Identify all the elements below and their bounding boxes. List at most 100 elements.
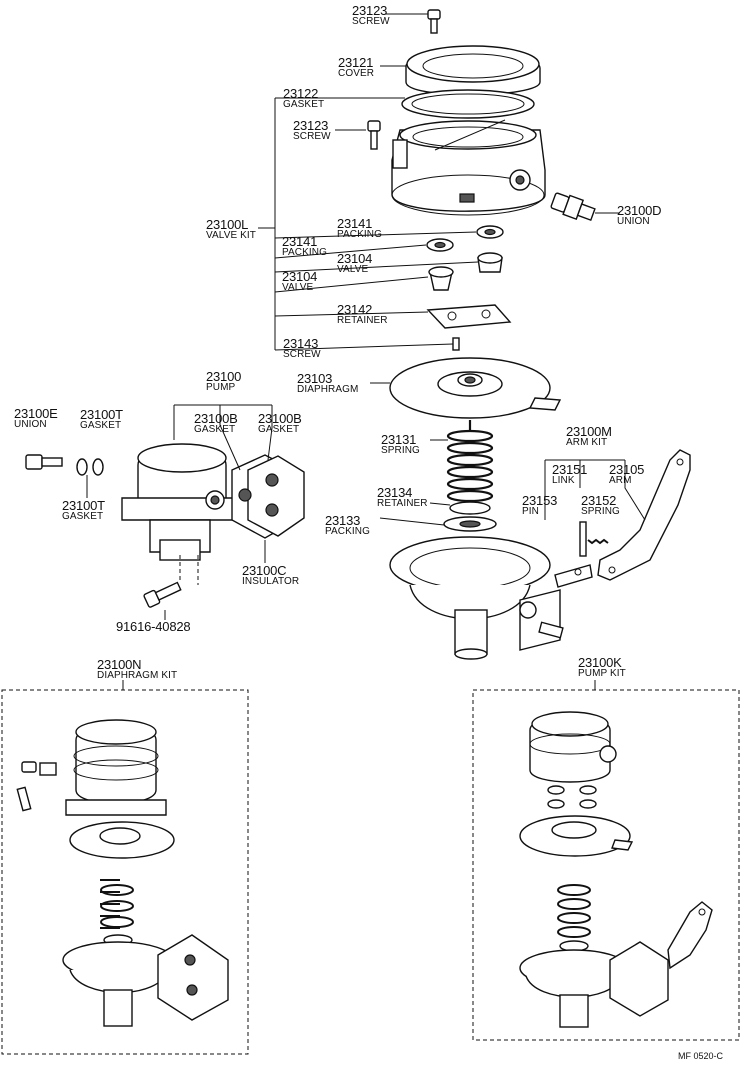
part-name: UNION <box>617 216 650 227</box>
leader-lines <box>86 13 646 620</box>
part-number: 23104 <box>337 251 373 266</box>
diaphragm-drawing <box>389 357 562 419</box>
label-diaphragm: 23103 DIAPHRAGM <box>297 372 358 395</box>
label-diaphragm-kit: 23100N DIAPHRAGM KIT <box>97 658 177 681</box>
label-gasket-23100t-top: 23100T GASKET <box>80 408 123 431</box>
part-number: 23133 <box>325 513 361 528</box>
part-name: PIN <box>522 506 539 517</box>
label-screw-mid: 23123 SCREW <box>293 119 331 142</box>
arm-kit-drawing <box>554 449 691 588</box>
part-number: 23100N <box>97 657 142 672</box>
part-number: 23121 <box>338 55 374 70</box>
part-number: 23122 <box>283 86 319 101</box>
part-number: 23151 <box>552 462 588 477</box>
gasket-23122-drawing <box>401 89 535 119</box>
part-number: 23141 <box>282 234 318 249</box>
part-name: RETAINER <box>377 498 428 509</box>
part-name: UNION <box>14 419 47 430</box>
part-name: SCREW <box>293 131 331 142</box>
part-number: 23134 <box>377 485 413 500</box>
screw-top-drawing <box>427 9 441 34</box>
part-name: SPRING <box>381 445 420 456</box>
part-number: 23100L <box>206 217 249 232</box>
label-gasket-23100b-right: 23100B GASKET <box>258 412 302 435</box>
label-spring-23152: 23152 SPRING <box>581 494 620 517</box>
label-packing-left: 23141 PACKING <box>282 235 327 258</box>
part-name: PUMP <box>206 382 236 393</box>
label-pump-kit: 23100K PUMP KIT <box>578 656 626 679</box>
label-union-23100d: 23100D UNION <box>617 203 662 227</box>
label-screw-23143: 23143 SCREW <box>283 337 321 360</box>
part-name: GASKET <box>80 420 122 431</box>
union-23100d-drawing <box>550 192 596 222</box>
part-name: GASKET <box>62 511 104 522</box>
part-name: ARM KIT <box>566 437 608 448</box>
part-number: 23104 <box>282 269 318 284</box>
label-screw-top: 23123 SCREW <box>352 4 390 27</box>
part-name: VALVE KIT <box>206 230 256 241</box>
pump-assembly-drawing <box>121 443 241 585</box>
part-name: PACKING <box>337 229 382 240</box>
part-number: 23100B <box>258 411 302 426</box>
part-number: 23152 <box>581 493 617 508</box>
bolt-91616-drawing <box>143 581 182 608</box>
insulator-and-gaskets-drawing <box>231 454 305 539</box>
label-valve-right: 23104 VALVE <box>337 252 372 275</box>
part-name: ARM <box>609 475 632 486</box>
part-number: 23100K <box>578 655 622 670</box>
part-name: PUMP KIT <box>578 668 626 679</box>
part-number: 23100 <box>206 369 242 384</box>
part-number: 23153 <box>522 493 558 508</box>
part-name: GASKET <box>258 424 300 435</box>
diaphragm-kit-box <box>1 680 249 1055</box>
part-number: 23103 <box>297 371 333 386</box>
part-number: 91616-40828 <box>116 619 191 634</box>
part-name: PACKING <box>282 247 327 258</box>
label-retainer-23142: 23142 RETAINER <box>337 303 388 326</box>
label-retainer-23134: 23134 RETAINER <box>377 486 428 509</box>
part-name: SCREW <box>283 349 321 360</box>
part-name: VALVE <box>282 282 314 293</box>
part-number: 23141 <box>337 216 373 231</box>
label-gasket-23122: 23122 GASKET <box>283 87 324 110</box>
upper-body-drawing <box>391 119 546 216</box>
part-name: RETAINER <box>337 315 388 326</box>
label-link: 23151 LINK <box>552 463 587 486</box>
part-number: 23100D <box>617 203 662 218</box>
part-name: GASKET <box>194 424 236 435</box>
label-arm: 23105 ARM <box>609 463 644 486</box>
label-arm-kit: 23100M ARM KIT <box>566 425 612 448</box>
label-pump: 23100 PUMP <box>206 370 241 393</box>
label-cover: 23121 COVER <box>338 56 374 79</box>
part-number: 23131 <box>381 432 417 447</box>
lower-body-drawing <box>389 536 564 660</box>
part-name: DIAPHRAGM <box>297 384 359 395</box>
part-name: LINK <box>552 475 575 486</box>
part-number: 23100M <box>566 424 612 439</box>
part-name: PACKING <box>325 526 370 537</box>
part-name: DIAPHRAGM KIT <box>97 670 178 681</box>
figure-code: MF 0520-C <box>678 1051 724 1061</box>
part-name: INSULATOR <box>242 576 300 587</box>
label-bolt-91616: 91616-40828 <box>116 619 191 634</box>
label-packing-right: 23141 PACKING <box>337 217 382 240</box>
part-number: 23100E <box>14 406 58 421</box>
part-number: 23143 <box>283 336 319 351</box>
cover-drawing <box>405 45 541 96</box>
part-name: VALVE <box>337 264 369 275</box>
union-23100e-drawing <box>25 454 104 476</box>
spring-23131-drawing <box>443 420 497 532</box>
part-number: 23100C <box>242 563 287 578</box>
label-insulator: 23100C INSULATOR <box>242 564 299 587</box>
part-name: SPRING <box>581 506 620 517</box>
part-number: 23142 <box>337 302 373 317</box>
part-number: 23100T <box>62 498 105 513</box>
part-name: COVER <box>338 68 375 79</box>
label-gasket-23100b-left: 23100B GASKET <box>194 412 238 435</box>
part-number: 23105 <box>609 462 645 477</box>
part-name: GASKET <box>283 99 325 110</box>
label-valve-kit: 23100L VALVE KIT <box>206 218 256 241</box>
label-spring-23131: 23131 SPRING <box>381 433 420 456</box>
